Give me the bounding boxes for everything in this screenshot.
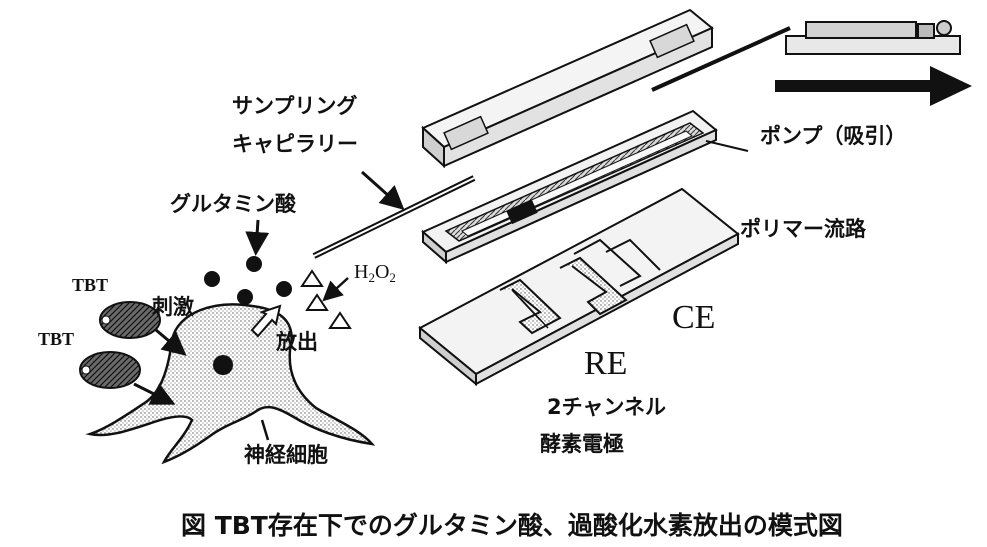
figure-caption: 図 TBT存在下でのグルタミン酸、過酸化水素放出の模式図 xyxy=(181,511,843,540)
electrode-label-1: 2チャンネル xyxy=(547,395,666,419)
polymer-channel-leader xyxy=(705,140,749,152)
neuron-label: 神経細胞 xyxy=(244,443,328,467)
polymer-channel-plate xyxy=(421,109,718,265)
tbt-label-upper: TBT xyxy=(72,275,109,295)
release-arrow-icon xyxy=(250,304,282,338)
ce-label: CE xyxy=(672,299,716,336)
capillary-arrow-icon xyxy=(360,170,405,211)
h2o2-arrow-icon xyxy=(322,277,349,302)
stimulus-label: 刺激 xyxy=(152,295,194,319)
upper-cover-plate xyxy=(421,8,714,169)
glutamate-molecules xyxy=(204,256,292,305)
neuron-cell xyxy=(85,303,376,465)
pump-label: ポンプ（吸引） xyxy=(760,124,907,148)
sampling-capillary-label-2: キャピラリー xyxy=(232,132,358,156)
enzyme-electrode-plate xyxy=(418,187,740,387)
re-label: RE xyxy=(584,345,628,382)
pump-icon xyxy=(785,20,961,55)
polymer-channel-label: ポリマー流路 xyxy=(740,217,866,241)
stimulus-arrow-icon xyxy=(133,382,176,405)
tbt-molecule-icon xyxy=(99,301,161,339)
electrode-label-2: 酵素電極 xyxy=(540,432,624,456)
h2o2-label: H2O2 xyxy=(354,261,396,285)
glutamate-label: グルタミン酸 xyxy=(170,192,296,216)
release-label: 放出 xyxy=(276,330,318,354)
glutamate-arrow-icon xyxy=(245,219,270,256)
nucleus xyxy=(213,355,233,375)
tbt-molecule-icon xyxy=(79,351,141,389)
suction-arrow-icon xyxy=(775,66,972,106)
pump-tube xyxy=(651,26,791,92)
h2o2-molecules xyxy=(300,269,352,329)
stimulus-arrow-icon xyxy=(155,328,187,356)
neuron-leader xyxy=(260,419,270,441)
sampling-capillary-label-1: サンプリング xyxy=(232,94,358,118)
tbt-label-lower: TBT xyxy=(38,329,75,349)
